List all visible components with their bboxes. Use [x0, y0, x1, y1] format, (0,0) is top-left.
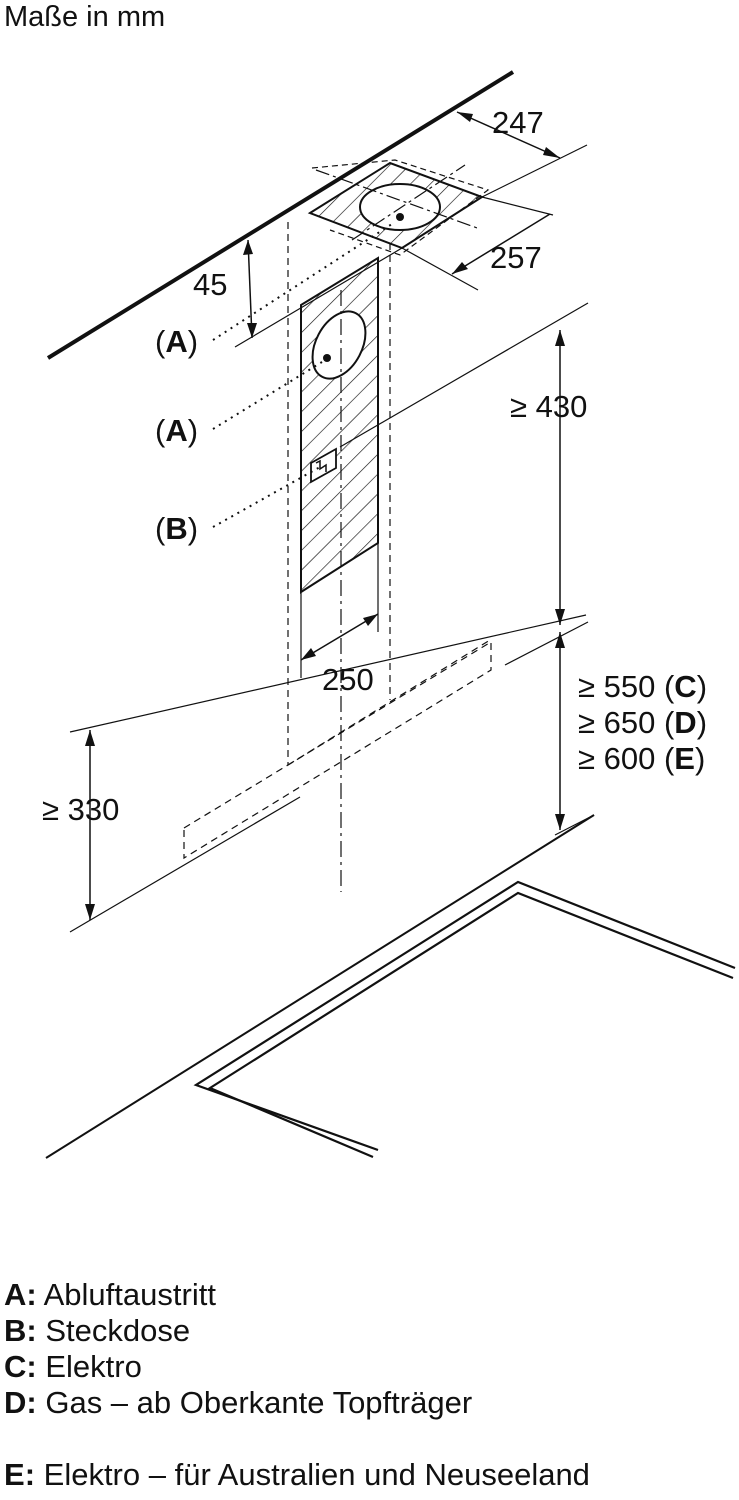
dim-247-extension — [481, 144, 588, 198]
caption-units: Maße in mm — [4, 1, 166, 33]
dim-250-label: 250 — [322, 662, 374, 697]
legend-item-c: C: Elektro — [4, 1349, 142, 1384]
legend-item-a: A: Abluftaustritt — [4, 1277, 216, 1312]
dim-45-arrow-bottom — [247, 323, 257, 338]
callout-a1-leader — [212, 221, 396, 341]
dim-257-line — [451, 213, 551, 275]
ceiling-line — [46, 70, 515, 360]
wall-exhaust-center — [323, 354, 331, 362]
hood-dashed-top — [287, 639, 491, 766]
plate-dashed-outline — [311, 159, 490, 256]
dim-247-line — [456, 111, 561, 159]
dim-250-arrow-left — [301, 648, 316, 660]
callout-b: (B) — [155, 511, 198, 546]
dim-clearance-c: ≥ 550 (C) — [578, 669, 707, 704]
cooktop-outline-outer — [193, 880, 736, 1152]
plate-centerline-2 — [351, 164, 466, 241]
callout-a2-leader — [212, 361, 323, 430]
dim-430-arrow-top — [555, 330, 565, 346]
dim-247-label: 247 — [492, 105, 544, 140]
legend-item-e: E: Elektro – für Australien und Neuseela… — [4, 1457, 590, 1492]
dim-clearance-extension-top — [504, 621, 589, 666]
socket-plug-mark — [315, 459, 327, 472]
dim-clearance-arrow-bottom — [555, 814, 565, 830]
legend-item-d: D: Gas – ab Oberkante Topfträger — [4, 1385, 473, 1420]
dim-45-label: 45 — [193, 267, 227, 302]
callout-a1: (A) — [155, 324, 198, 359]
dim-257-extension — [401, 247, 479, 291]
dim-250-arrow-right — [363, 614, 378, 626]
dim-330-extension-bottom — [69, 796, 301, 933]
legend-item-b: B: Steckdose — [4, 1313, 191, 1348]
dim-257-label: 257 — [490, 240, 542, 275]
callout-a2: (A) — [155, 413, 198, 448]
ceiling-exhaust-opening — [359, 183, 441, 231]
hood-dashed-outline — [183, 640, 492, 860]
plate-centerline-1 — [315, 169, 481, 230]
dim-247-arrow-2 — [457, 112, 473, 122]
dim-330-arrow-top — [85, 730, 95, 746]
dim-clearance-e: ≥ 600 (E) — [578, 741, 705, 776]
dim-257-arrow — [452, 262, 468, 274]
dim-330-arrow-bottom — [85, 904, 95, 920]
cooktop-outline-inner — [207, 891, 734, 1159]
dim-430-arrow-bottom — [555, 609, 565, 625]
dim-250-line — [300, 613, 379, 661]
dim-247-arrow — [543, 147, 560, 158]
dim-330-label: ≥ 330 — [42, 792, 119, 827]
socket-symbol — [310, 447, 337, 484]
dim-430-extension-bottom — [69, 614, 587, 733]
countertop-edge — [45, 814, 595, 1159]
dim-257-extension-2 — [481, 196, 554, 216]
legend: A: Abluftaustritt B: Steckdose C: Elektr… — [4, 1277, 590, 1493]
ceiling-exhaust-center — [396, 213, 404, 221]
chimney-panel — [300, 256, 379, 594]
dim-430-label: ≥ 430 — [510, 389, 587, 424]
dim-45-line — [247, 239, 253, 339]
dim-430-extension-top — [339, 302, 589, 448]
dim-clearance-arrow-top — [555, 632, 565, 648]
dim-clearance-d: ≥ 650 (D) — [578, 705, 707, 740]
dim-45-arrow-top — [243, 240, 253, 255]
